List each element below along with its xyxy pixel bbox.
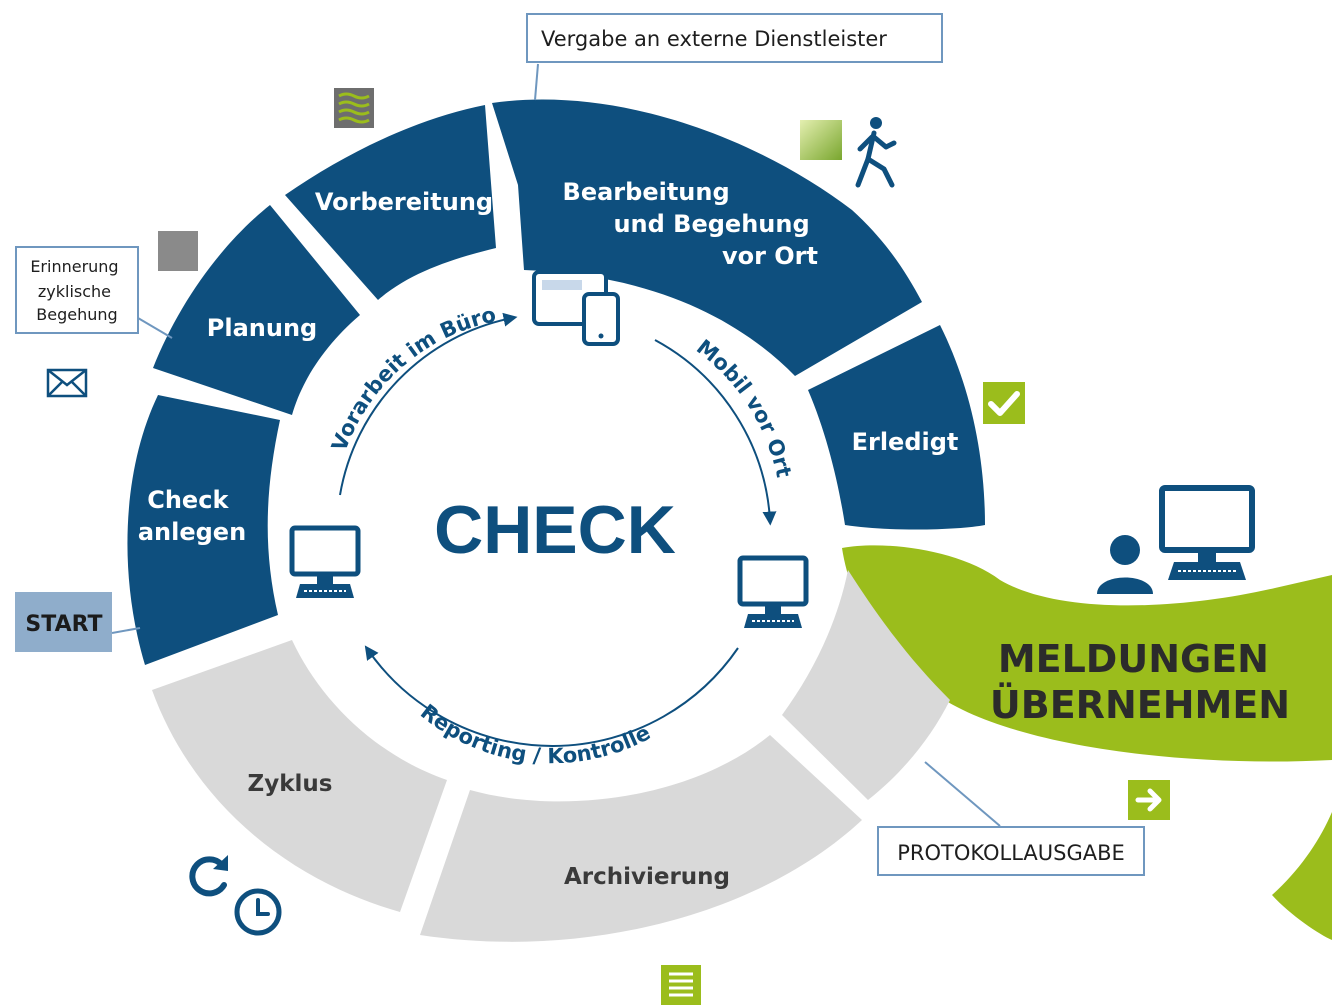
segment-archivierung[interactable]: [420, 735, 862, 942]
segment-check-anlegen[interactable]: [127, 395, 280, 665]
erinnerung-connector: [137, 317, 173, 339]
vergabe-text: Vergabe an externe Dienstleister: [541, 27, 887, 51]
inner-circle: [303, 293, 787, 777]
person-icon: [1097, 535, 1153, 594]
label-bearbeitung-line2: und Begehung: [613, 210, 809, 238]
mail-icon: [46, 368, 88, 398]
refresh-icon: [189, 855, 228, 897]
meldungen-line1: MELDUNGEN: [998, 637, 1269, 681]
gray-square-icon: [158, 231, 198, 271]
protokoll-callout: [877, 826, 1145, 876]
segment-erledigt[interactable]: [808, 325, 985, 530]
tablet-devices-icon: [532, 270, 620, 346]
document-icon: [661, 965, 701, 1005]
desktop-monitor-icon: [737, 555, 809, 628]
label-check-anlegen: Check anlegen: [138, 486, 246, 546]
desktop-monitor-icon: [1159, 485, 1255, 580]
arrow-right-icon[interactable]: [1128, 780, 1170, 820]
start-connector: [111, 627, 141, 634]
arc-arrow-mobil: [654, 339, 777, 526]
erinnerung-text: Erinnerung zyklische Begehung: [30, 257, 123, 324]
checkmark-icon: [983, 382, 1025, 424]
erinnerung-line3: Begehung: [36, 305, 117, 324]
label-zyklus: Zyklus: [248, 771, 333, 797]
label-bearbeitung: Bearbeitung und Begehung vor Ort: [563, 178, 818, 270]
segment-bearbeitung[interactable]: [492, 99, 922, 376]
arc-arrow-reporting: [364, 645, 739, 747]
start-box[interactable]: [15, 592, 112, 652]
walking-person-icon: [855, 117, 897, 188]
label-check-anlegen-line1: Check: [147, 486, 229, 514]
ring-segments: [127, 99, 985, 942]
segment-grey-right: [782, 570, 950, 800]
green-edge-shape: [1272, 812, 1332, 940]
center-title: CHECK: [434, 492, 676, 568]
segment-planung[interactable]: [153, 205, 360, 415]
erinnerung-callout: [15, 246, 139, 334]
label-vorbereitung: Vorbereitung: [315, 188, 493, 216]
protokoll-text: PROTOKOLLAUSGABE: [897, 841, 1125, 865]
start-label: START: [25, 612, 102, 637]
clock-icon: [234, 888, 282, 936]
label-erledigt: Erledigt: [852, 428, 959, 456]
label-planung: Planung: [207, 314, 317, 342]
segment-zyklus[interactable]: [152, 640, 447, 912]
segment-vorbereitung[interactable]: [285, 105, 496, 300]
vergabe-connector: [534, 63, 539, 101]
vergabe-callout: [526, 13, 943, 63]
label-check-anlegen-line2: anlegen: [138, 518, 246, 546]
meldungen-title: MELDUNGEN ÜBERNEHMEN: [990, 637, 1290, 727]
label-archivierung: Archivierung: [564, 864, 730, 890]
desktop-monitor-icon: [289, 525, 361, 598]
arc-arrow-vorarbeit: [339, 312, 518, 496]
protokoll-connector: [924, 761, 1001, 827]
label-bearbeitung-line1: Bearbeitung: [563, 178, 730, 206]
erinnerung-line1: Erinnerung: [30, 257, 118, 276]
erinnerung-line2: zyklische: [38, 282, 111, 301]
stack-icon: [334, 88, 374, 128]
label-bearbeitung-line3: vor Ort: [722, 242, 818, 270]
green-square-icon: [800, 120, 842, 160]
meldungen-shape: [842, 545, 1332, 762]
meldungen-line2: ÜBERNEHMEN: [990, 683, 1290, 727]
